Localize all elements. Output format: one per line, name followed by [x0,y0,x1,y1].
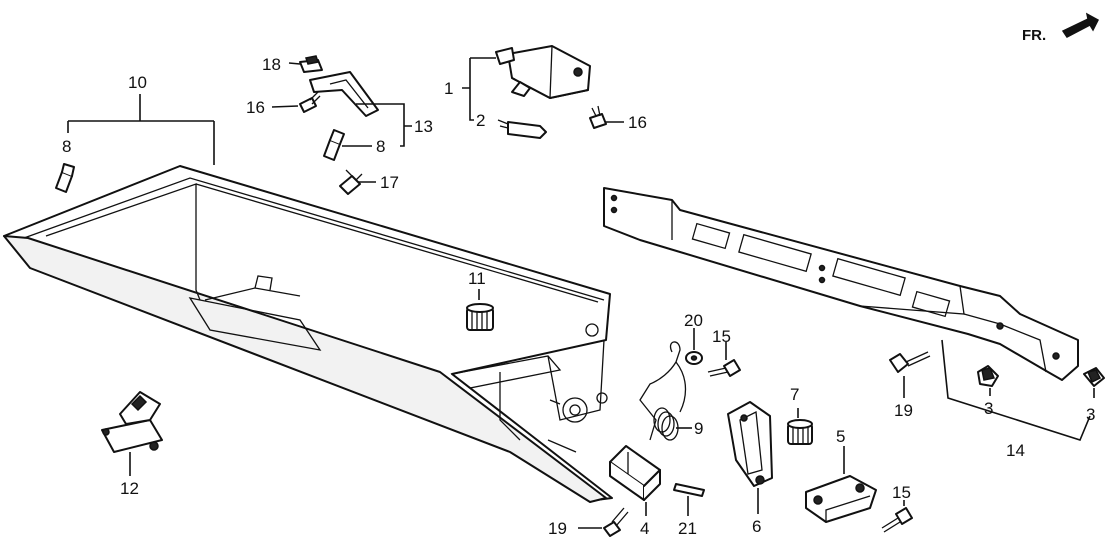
callout-2: 2 [476,111,485,130]
hinge-icon [727,401,773,487]
callout-9: 9 [694,419,703,438]
washer-icon [685,351,703,365]
pin-icon [323,129,345,161]
callout-5: 5 [836,427,845,446]
frame-icon [603,187,1079,381]
callout-6: 6 [752,517,761,536]
callout-10: 10 [67,73,215,165]
pin-icon [55,163,75,193]
callout-3-right: 3 [1086,405,1095,424]
screw-icon [339,169,363,195]
screw-icon [707,359,741,377]
glove-box-icon [3,165,613,503]
front-direction-indicator: FR. [1022,12,1099,44]
bulb-icon [497,119,547,139]
cushion-icon [466,303,494,331]
callout-3-left: 3 [984,399,993,418]
callout-1: 1 [444,79,453,98]
callout-15-top: 15 [712,327,731,346]
callout-8-top: 8 [376,137,385,156]
callout-17: 17 [380,173,399,192]
front-label: FR. [1022,27,1046,44]
callout-label: 10 [128,73,147,92]
callout-13: 13 [414,117,433,136]
switch-icon [495,45,591,99]
arrow-right-icon [1061,12,1099,38]
callout-16-right: 16 [628,113,647,132]
callout-7: 7 [790,385,799,404]
callout-21: 21 [678,519,697,538]
callout-19-bottom: 19 [548,519,567,538]
screw-icon [589,105,607,129]
callout-12: 12 [120,479,139,498]
callout-4: 4 [640,519,649,538]
screw-icon [603,507,629,537]
clip-icon [299,55,323,73]
cushion-icon [787,419,813,445]
clip-icon [1083,367,1105,387]
clip-icon [977,365,999,387]
screw-icon [881,507,913,533]
callout-15-bottom: 15 [892,483,911,502]
lock-cylinder-icon [609,445,661,501]
callout-11: 11 [468,269,486,288]
pin-icon [673,483,705,497]
latch-icon [101,391,163,453]
callout-16-left: 16 [246,98,265,117]
callout-8-left: 8 [62,137,71,156]
bracket-icon [805,475,877,523]
callout-19-right: 19 [894,401,913,420]
screw-icon [299,91,321,113]
callout-20: 20 [684,311,703,330]
bracket-icon [309,71,379,117]
callout-18: 18 [262,55,281,74]
callout-14: 14 [1006,441,1025,460]
spring-icon [639,341,687,441]
screw-icon [889,351,931,373]
